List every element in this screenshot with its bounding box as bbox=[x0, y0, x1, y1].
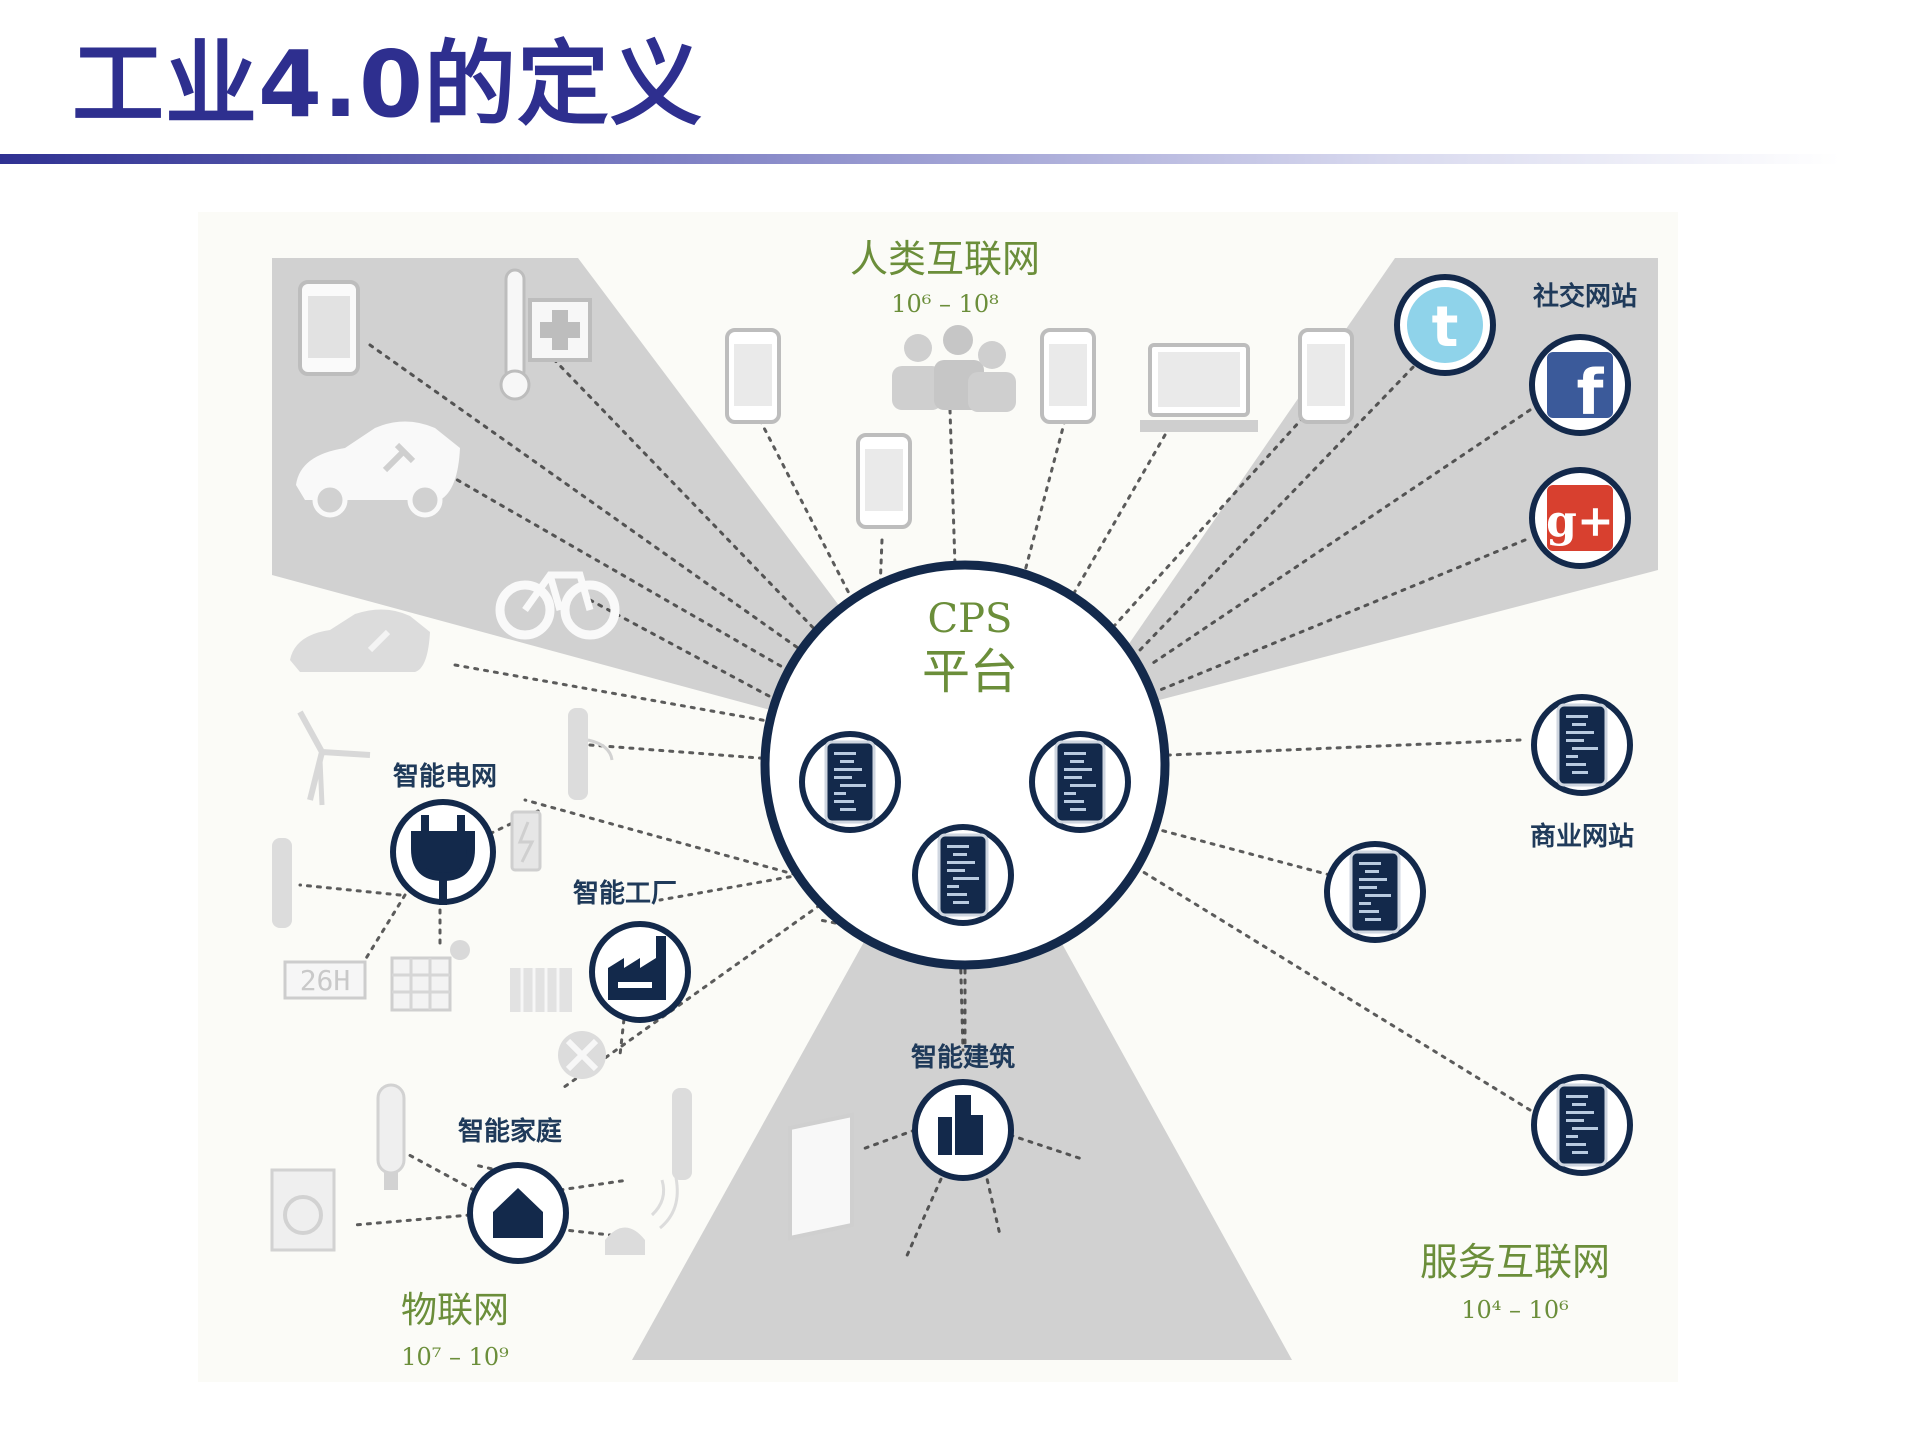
business-sites-label: 商业网站 bbox=[1530, 821, 1634, 852]
phone-top-3-icon bbox=[1040, 328, 1096, 424]
google-plus-icon: g+ bbox=[1529, 467, 1631, 569]
electric-car-icon bbox=[296, 421, 460, 518]
server-node-business-top bbox=[1531, 694, 1633, 796]
light-bulb-icon bbox=[376, 1083, 406, 1190]
platform-label: 平台 bbox=[922, 644, 1018, 700]
server-node-cps-right bbox=[1029, 731, 1131, 833]
house-icon bbox=[493, 1188, 543, 1238]
phone-icon bbox=[298, 280, 360, 376]
smart-factory-label: 智能工厂 bbox=[573, 878, 677, 909]
social-sites-label: 社交网站 bbox=[1533, 281, 1637, 312]
smart-home-label: 智能家庭 bbox=[458, 1116, 562, 1147]
smart-home-node bbox=[467, 1162, 569, 1264]
svg-text:g+: g+ bbox=[1546, 496, 1614, 547]
connector-lines bbox=[298, 343, 1532, 1262]
charging-station-icon bbox=[568, 708, 614, 800]
iot-label: 物联网 bbox=[401, 1290, 509, 1331]
cps-platform-circle bbox=[760, 560, 1170, 970]
tools-icon bbox=[558, 1031, 606, 1079]
radiator-icon bbox=[510, 968, 572, 1012]
server-node-cps-left bbox=[799, 731, 901, 833]
wind-turbine-icon bbox=[297, 710, 371, 806]
server-node-cps-bottom bbox=[912, 824, 1014, 926]
svg-text:t: t bbox=[1432, 295, 1459, 360]
washing-machine-icon bbox=[270, 1168, 336, 1252]
smart-grid-label: 智能电网 bbox=[393, 761, 497, 792]
server-node-business-middle bbox=[1324, 841, 1426, 943]
smart-factory-node bbox=[589, 921, 691, 1023]
phone-top-1-icon bbox=[725, 328, 781, 424]
laptop-icon bbox=[1140, 343, 1258, 432]
buildings-icon bbox=[938, 1095, 983, 1155]
door-icon bbox=[788, 1112, 854, 1241]
charging-station-left-icon bbox=[272, 838, 292, 928]
electric-car-small-icon bbox=[290, 609, 430, 672]
slide-title: 工业4.0的定义 bbox=[72, 31, 703, 138]
alarm-siren-icon bbox=[605, 1177, 679, 1255]
human-internet-label: 人类互联网 bbox=[850, 237, 1040, 281]
smart-grid-node bbox=[390, 799, 496, 905]
smart-building-node bbox=[912, 1079, 1014, 1181]
human-internet-range: 10⁶ – 10⁸ bbox=[891, 290, 999, 318]
meter-text: 26H bbox=[300, 964, 351, 997]
bicycle-icon bbox=[495, 571, 620, 640]
twitter-icon: t bbox=[1394, 274, 1496, 376]
people-group-icon bbox=[892, 325, 1016, 412]
wedge-top-right bbox=[1075, 258, 1658, 722]
phone-top-2-icon bbox=[856, 433, 912, 529]
cps-label: CPS bbox=[928, 596, 1013, 642]
solar-panel-icon bbox=[390, 940, 470, 1012]
server-node-business-bottom bbox=[1531, 1074, 1633, 1176]
svg-text:f: f bbox=[1577, 356, 1605, 429]
services-internet-label: 服务互联网 bbox=[1420, 1240, 1610, 1284]
smart-building-label: 智能建筑 bbox=[911, 1042, 1015, 1073]
wedge-top-left bbox=[272, 258, 955, 760]
medical-thermometer-icon bbox=[499, 268, 592, 401]
smart-meter-icon: 26H bbox=[283, 960, 367, 1000]
power-plug-icon bbox=[411, 815, 475, 905]
title-underline bbox=[0, 154, 1840, 164]
phone-top-4-icon bbox=[1298, 328, 1354, 424]
iot-range: 10⁷ – 10⁹ bbox=[401, 1343, 509, 1371]
facebook-icon: f bbox=[1529, 334, 1631, 436]
charging-station-home-icon bbox=[672, 1088, 692, 1180]
battery-icon bbox=[510, 810, 542, 872]
services-internet-range: 10⁴ – 10⁶ bbox=[1461, 1296, 1569, 1324]
